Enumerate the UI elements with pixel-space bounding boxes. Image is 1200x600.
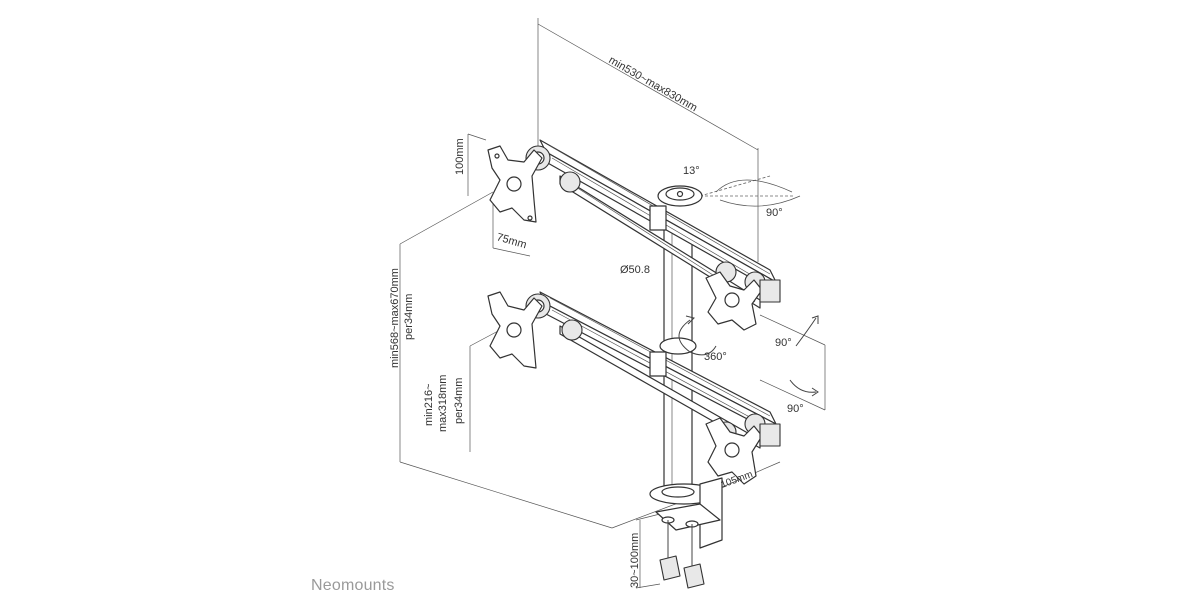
total-height-label: min568~max670mm [389, 268, 401, 368]
desk-thickness-label: 30~100mm [629, 533, 641, 588]
vesa-plate-lower-left [487, 291, 543, 369]
lower-arm [525, 291, 777, 449]
tilt-side-angle-label: 90° [787, 403, 804, 415]
lower-height-label-2: max318mm [437, 375, 449, 432]
upper-arm [525, 139, 777, 309]
lower-height-step-label: per34mm [453, 378, 465, 424]
swivel-side-angle-label: 90° [775, 337, 792, 349]
vesa-plate-lower-right [705, 417, 781, 485]
vesa-plate-upper-left [487, 145, 543, 223]
vesa-width-label: 75mm [495, 231, 528, 251]
desk-clamp [649, 477, 723, 589]
vesa-height-label: 100mm [454, 138, 466, 175]
rotation-arrows [678, 315, 819, 397]
tilt-angle-label: 13° [683, 165, 700, 177]
labels: min530~max830mm 100mm 75mm min568~max670… [311, 54, 804, 594]
pole-diameter-label: Ø50.8 [620, 264, 650, 276]
total-height-step-label: per34mm [403, 294, 415, 340]
vesa-plate-upper-right [705, 271, 781, 331]
rotation-angle-label: 360° [704, 351, 727, 363]
pole [663, 225, 693, 495]
swivel-arm-angle-label: 90° [766, 207, 783, 219]
arm-span-label: min530~max830mm [607, 54, 700, 114]
dimension-lines [399, 18, 826, 589]
brand-logo: Neomounts [311, 577, 395, 594]
lower-height-label: min216~ [423, 383, 435, 426]
